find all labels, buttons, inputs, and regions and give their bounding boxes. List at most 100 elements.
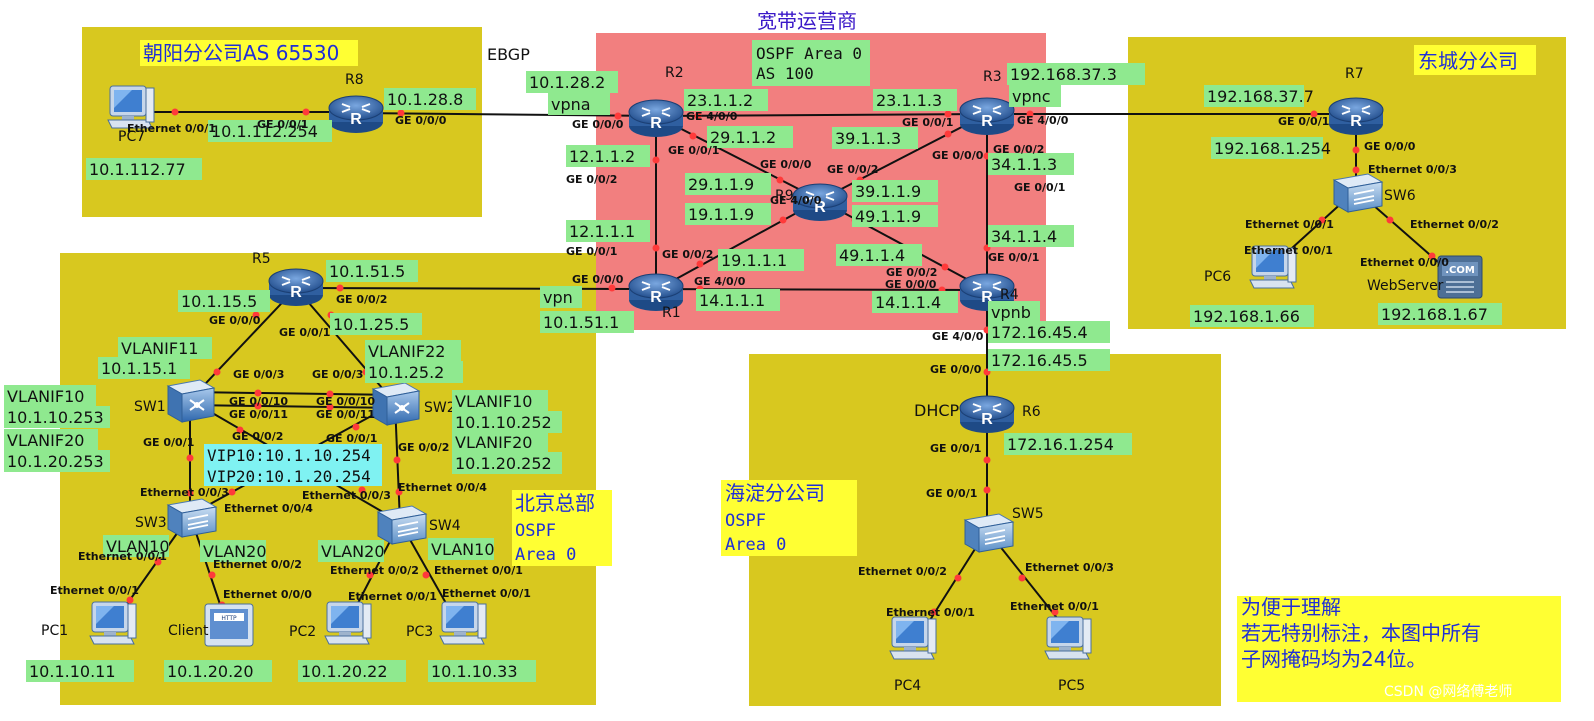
isp-title: 宽带运营商 <box>757 9 857 33</box>
port-label-15: GE 0/0/1 <box>566 245 617 258</box>
web-server-icon[interactable]: .COM <box>1437 255 1483 299</box>
port-label-58: Ethernet 0/0/1 <box>1245 218 1334 231</box>
ip-label-4-bg <box>548 93 610 115</box>
ip-label-17: 12.1.1.1 <box>569 222 635 241</box>
device-name-r8: R8 <box>345 72 364 88</box>
dongcheng-title-bg <box>1414 45 1536 75</box>
ip-label-6: 29.1.1.2 <box>710 128 776 147</box>
ip-label-15: 39.1.1.9 <box>855 182 921 201</box>
pc4-icon[interactable] <box>889 616 937 660</box>
l3-switch-sw2-icon[interactable] <box>372 382 420 426</box>
ip-label-18-bg <box>718 249 804 271</box>
ip-label-53: 10.1.20.20 <box>167 662 254 681</box>
switch-sw4-icon[interactable] <box>377 505 427 545</box>
router-r6-icon[interactable] <box>959 395 1015 434</box>
port-label-24: GE 0/0/0 <box>209 314 261 327</box>
port-label-51: Ethernet 0/0/2 <box>858 565 947 578</box>
ip-label-40-bg <box>4 385 96 407</box>
pc5-icon[interactable] <box>1044 616 1092 660</box>
device-name-dhcp: DHCP <box>914 401 960 420</box>
ip-label-5: 23.1.1.2 <box>687 91 753 110</box>
port-label-20: GE 0/0/0 <box>885 278 937 291</box>
device-name-sw1: SW1 <box>134 399 166 415</box>
ip-label-29: 172.16.45.4 <box>991 323 1088 342</box>
ip-label-27: 14.1.1.4 <box>875 293 941 312</box>
watermark: CSDN @网络傅老师 <box>1384 684 1512 700</box>
ip-label-19-bg <box>988 225 1074 247</box>
switch-sw3-icon[interactable] <box>167 498 217 538</box>
beijing-title-bg <box>512 490 612 566</box>
l3-switch-sw1-icon[interactable] <box>167 379 215 423</box>
ip-label-1-bg <box>208 120 332 142</box>
ip-label-29-bg <box>988 321 1110 343</box>
pc3-icon[interactable] <box>439 601 487 645</box>
haidian-area: Area 0 <box>725 535 786 555</box>
ip-label-38: VLANIF22 <box>368 342 445 361</box>
ip-label-7: 12.1.1.2 <box>569 147 635 166</box>
ip-label-27-bg <box>872 291 958 313</box>
switch-sw5-icon[interactable] <box>964 513 1014 553</box>
http-client-icon[interactable]: HTTP <box>204 603 254 647</box>
port-label-1: Ethernet 0/0/1 <box>127 122 216 135</box>
port-label-14: GE 4/0/0 <box>770 194 822 207</box>
ip-label-4: vpna <box>551 95 591 114</box>
port-label-34: GE 0/0/1 <box>143 436 194 449</box>
ip-label-1: 10.1.112.254 <box>211 122 318 141</box>
pc1-icon[interactable] <box>89 601 137 645</box>
port-label-59: Ethernet 0/0/2 <box>1410 218 1499 231</box>
ip-label-50: VLAN20 <box>321 542 385 561</box>
ip-label-8: 23.1.1.3 <box>876 91 942 110</box>
ip-label-26-bg <box>696 289 780 311</box>
ip-label-24: vpn <box>543 288 573 307</box>
router-r5-icon[interactable] <box>268 268 324 307</box>
port-label-7: GE 0/0/1 <box>668 144 719 157</box>
port-label-27: GE 0/0/3 <box>312 368 363 381</box>
ip-label-38-bg <box>365 340 461 362</box>
device-name-sw3: SW3 <box>135 515 167 531</box>
ip-label-35: 172.16.1.254 <box>1007 435 1114 454</box>
vip10-label: VIP10:10.1.10.254 <box>207 446 371 465</box>
ip-label-9-bg <box>832 127 918 149</box>
ip-label-8-bg <box>873 89 957 111</box>
port-label-12: GE 0/0/0 <box>932 149 984 162</box>
ip-label-44: VLANIF10 <box>455 392 532 411</box>
port-label-53: Ethernet 0/0/1 <box>886 606 975 619</box>
ip-label-30-bg <box>1204 85 1304 107</box>
router-r8-icon[interactable] <box>328 95 384 134</box>
port-label-31: GE 0/0/11 <box>316 408 375 421</box>
isp-ospf: OSPF Area 0 <box>756 44 862 63</box>
ip-label-11: vpnc <box>1012 87 1051 106</box>
isp-area-bg <box>752 40 870 86</box>
router-r7-icon[interactable] <box>1328 97 1384 136</box>
port-label-36: Ethernet 0/0/3 <box>140 486 229 499</box>
device-name-r6: R6 <box>1022 404 1041 420</box>
port-label-26: GE 0/0/3 <box>233 368 284 381</box>
device-name-webserver: WebServer <box>1367 278 1444 294</box>
ip-label-46: VLANIF20 <box>455 433 532 452</box>
ip-label-54: 10.1.20.22 <box>301 662 388 681</box>
ip-label-45-bg <box>452 411 562 433</box>
ip-label-13-bg <box>685 173 771 195</box>
device-name-r1: R1 <box>662 305 681 321</box>
ip-label-3: 10.1.28.2 <box>529 73 605 92</box>
device-name-r5: R5 <box>252 251 271 267</box>
ip-label-54-bg <box>298 660 406 682</box>
port-label-50: GE 0/0/1 <box>926 487 977 500</box>
ip-label-42-bg <box>4 429 98 451</box>
ip-label-31: 192.168.1.254 <box>1214 139 1331 158</box>
router-r2-icon[interactable] <box>628 99 684 138</box>
pc2-icon[interactable] <box>324 601 372 645</box>
device-name-sw6: SW6 <box>1384 188 1416 204</box>
ip-label-51-bg <box>428 538 494 560</box>
svg-text:.COM: .COM <box>1445 265 1475 276</box>
router-r3-icon[interactable] <box>959 97 1015 136</box>
note-line2: 若无特别标注，本图中所有 <box>1241 621 1481 645</box>
ip-label-32: 192.168.1.66 <box>1193 307 1300 326</box>
ebgp-label: EBGP <box>487 45 530 64</box>
ip-label-19: 34.1.1.4 <box>991 227 1057 246</box>
switch-sw6-icon[interactable] <box>1333 173 1383 213</box>
ip-label-22-bg <box>178 290 270 312</box>
chaoyang-title-bg <box>140 40 358 66</box>
port-label-35: GE 0/0/2 <box>398 441 449 454</box>
ip-label-12-bg <box>988 153 1074 175</box>
